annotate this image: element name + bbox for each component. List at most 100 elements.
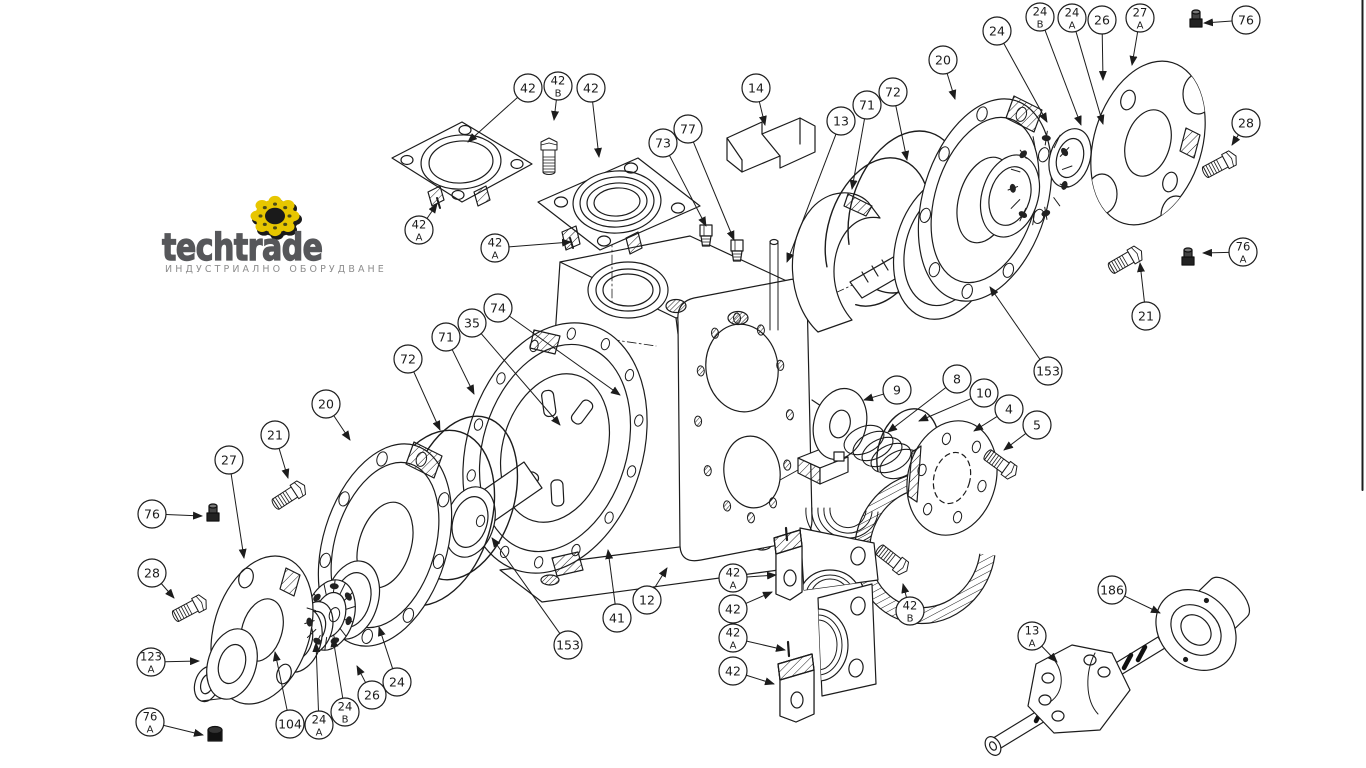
callout-balloon: 9	[882, 375, 912, 405]
callout-balloon: 77	[673, 114, 703, 144]
leader-line	[758, 101, 767, 126]
callout-balloon: 24	[382, 667, 412, 697]
leader-line	[592, 101, 602, 158]
leader-line	[746, 674, 775, 686]
svg-text:24: 24	[1033, 5, 1048, 19]
callout-balloon: 27A	[1125, 3, 1155, 33]
callout-balloon: 76A	[1228, 237, 1258, 267]
leader-line	[164, 657, 200, 666]
callout-balloon: 72	[393, 344, 423, 374]
callout-balloon: 28	[1231, 108, 1261, 138]
leader-line	[163, 724, 204, 737]
svg-text:24: 24	[989, 24, 1005, 39]
leader-line	[1129, 31, 1139, 66]
leader-line	[605, 549, 616, 605]
leader-line	[668, 155, 707, 227]
svg-text:21: 21	[267, 428, 283, 443]
leader-line	[946, 73, 957, 100]
part-bolt-21-left	[268, 478, 310, 513]
leader-line	[901, 583, 910, 598]
callout-balloon: 42B	[543, 71, 573, 101]
svg-text:41: 41	[609, 611, 625, 626]
part-end-bracket-right	[1086, 60, 1214, 237]
leader-line	[849, 118, 866, 190]
leader-line	[1202, 248, 1230, 257]
callout-balloon: 5	[1022, 410, 1052, 440]
part-fitting-76-top	[1189, 9, 1203, 28]
svg-text:28: 28	[144, 566, 160, 581]
callout-balloon: 74	[483, 293, 513, 323]
leader-line	[480, 333, 561, 426]
svg-text:13: 13	[1025, 624, 1040, 638]
callout-balloon: 153	[1033, 356, 1063, 386]
part-bolt-28-right	[1199, 148, 1241, 181]
callout-balloon: 21	[1131, 301, 1161, 331]
callout-balloon: 42	[718, 594, 748, 624]
svg-text:10: 10	[976, 386, 992, 401]
leader-line	[278, 448, 290, 479]
callout-balloon: 24A	[1057, 3, 1087, 33]
leader-line	[330, 637, 344, 699]
svg-text:42: 42	[725, 664, 741, 679]
svg-text:42: 42	[903, 599, 918, 613]
leader-line	[413, 371, 441, 431]
svg-text:74: 74	[490, 301, 506, 316]
bolt-holes	[319, 451, 450, 644]
leader-line	[451, 349, 475, 395]
svg-text:A: A	[316, 728, 323, 739]
leader-line	[1137, 262, 1145, 303]
callout-balloon: 35	[457, 308, 487, 338]
callout-balloon: 20	[311, 389, 341, 419]
callout-balloon: 13A	[1017, 621, 1047, 651]
svg-text:B: B	[555, 89, 562, 100]
leader-line	[165, 511, 203, 520]
leader-line	[1075, 31, 1105, 125]
leader-line	[272, 651, 288, 711]
leader-line	[692, 141, 735, 241]
svg-text:A: A	[730, 641, 737, 652]
svg-text:24: 24	[389, 675, 405, 690]
svg-text:76: 76	[1238, 13, 1254, 28]
svg-text:B: B	[1037, 20, 1044, 31]
part-fitting-76a-right	[1181, 247, 1195, 266]
svg-text:A: A	[147, 725, 154, 736]
part-port-flange-left	[391, 121, 533, 209]
leader-line	[863, 393, 884, 402]
callout-balloon: 71	[852, 90, 882, 120]
leader-line	[786, 133, 837, 263]
callout-balloon: 42	[576, 73, 606, 103]
leader-line	[1041, 645, 1058, 663]
svg-text:A: A	[1029, 639, 1036, 650]
svg-text:A: A	[1137, 21, 1144, 32]
svg-text:27: 27	[221, 453, 237, 468]
leader-line	[467, 96, 518, 143]
callout-balloon: 24B	[330, 697, 360, 727]
svg-text:123: 123	[140, 650, 162, 664]
part-clamp-lower	[777, 583, 877, 723]
part-plug-76a-left	[207, 725, 223, 742]
logo-subtitle: ИНДУСТРИАЛНО ОБОРУДВАНЕ	[165, 264, 387, 275]
svg-text:42: 42	[726, 626, 741, 640]
svg-text:27: 27	[1133, 6, 1148, 20]
callout-balloon: 42	[718, 656, 748, 686]
part-housing	[499, 235, 899, 603]
part-bolt-28-left	[169, 592, 211, 625]
leader-line	[356, 665, 367, 683]
svg-text:42: 42	[412, 218, 427, 232]
callout-balloon: 72	[878, 77, 908, 107]
leader-line	[426, 203, 438, 219]
callout-balloon: 12	[632, 585, 662, 615]
svg-text:42: 42	[551, 74, 566, 88]
callout-balloon: 24A	[304, 710, 334, 740]
svg-text:A: A	[730, 581, 737, 592]
svg-text:42: 42	[520, 81, 536, 96]
callout-balloon: 76	[137, 499, 167, 529]
leader-line	[653, 567, 668, 589]
leader-line	[746, 571, 777, 580]
svg-text:26: 26	[1094, 13, 1110, 28]
leader-line	[508, 238, 572, 248]
part-fitting-76-left	[206, 503, 220, 522]
part-sleeve-123a	[193, 628, 258, 703]
leader-line	[1098, 33, 1107, 81]
